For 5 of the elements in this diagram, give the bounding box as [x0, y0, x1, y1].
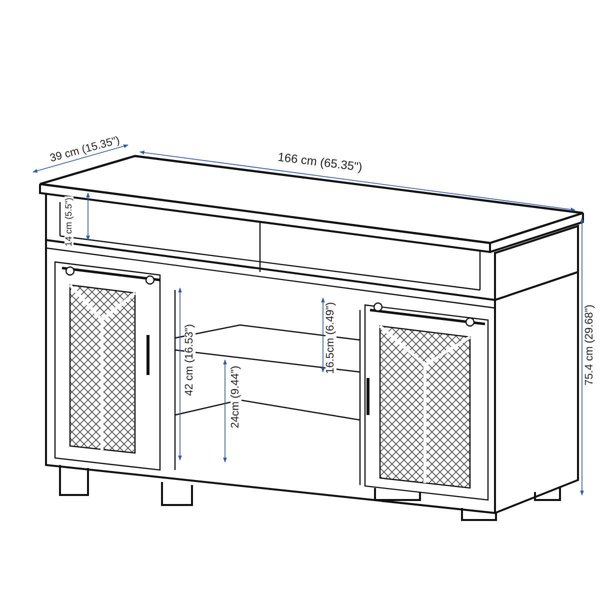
dimension-label: 14 cm (5.5") [64, 196, 74, 248]
dimension-label: 42 cm (16.53") [184, 323, 196, 397]
dimension-label: 16.5cm (6.49") [326, 301, 336, 375]
dimension-label: 75.4 cm (29.68") [584, 304, 596, 386]
dimension-label: 24cm (9.44") [230, 364, 242, 430]
